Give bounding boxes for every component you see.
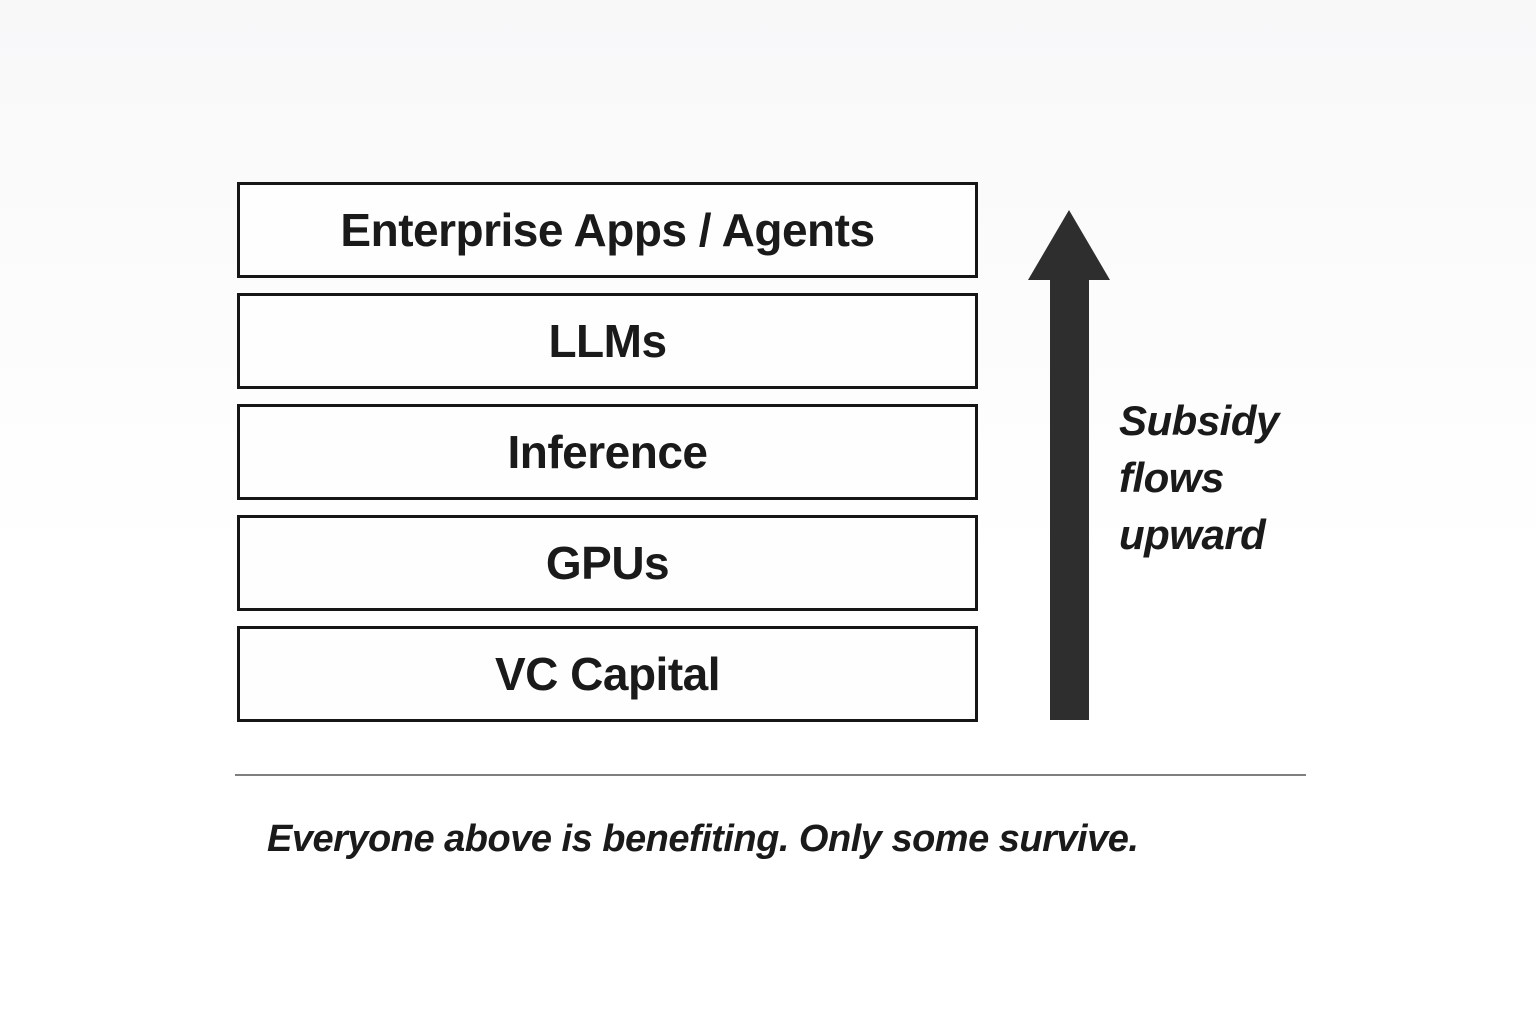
layer-label: GPUs xyxy=(545,537,670,589)
layer-label: Enterprise Apps / Agents xyxy=(340,204,875,256)
up-arrow-icon xyxy=(1028,210,1110,280)
layer-box-vc-capital: VC Capital xyxy=(237,626,978,722)
layer-label: Inference xyxy=(507,426,708,478)
subsidy-flow-label-line: Subsidy xyxy=(1119,397,1279,444)
layer-box-llms: LLMs xyxy=(237,293,978,389)
subsidy-arrow xyxy=(1028,210,1110,720)
divider-line xyxy=(235,774,1306,776)
caption-text: Everyone above is benefiting. Only some … xyxy=(267,818,1139,860)
layer-box-inference: Inference xyxy=(237,404,978,500)
layer-label: VC Capital xyxy=(494,648,721,700)
layer-stack: Enterprise Apps / Agents LLMs Inference … xyxy=(237,182,978,722)
arrow-shaft xyxy=(1049,280,1089,720)
subsidy-flow-label: Subsidy flows upward xyxy=(1119,392,1279,563)
layer-label: LLMs xyxy=(548,315,667,367)
layer-box-enterprise-apps-agents: Enterprise Apps / Agents xyxy=(237,182,978,278)
subsidy-flow-label-line: upward xyxy=(1119,511,1266,558)
layer-box-gpus: GPUs xyxy=(237,515,978,611)
subsidy-flow-label-line: flows xyxy=(1119,454,1224,501)
